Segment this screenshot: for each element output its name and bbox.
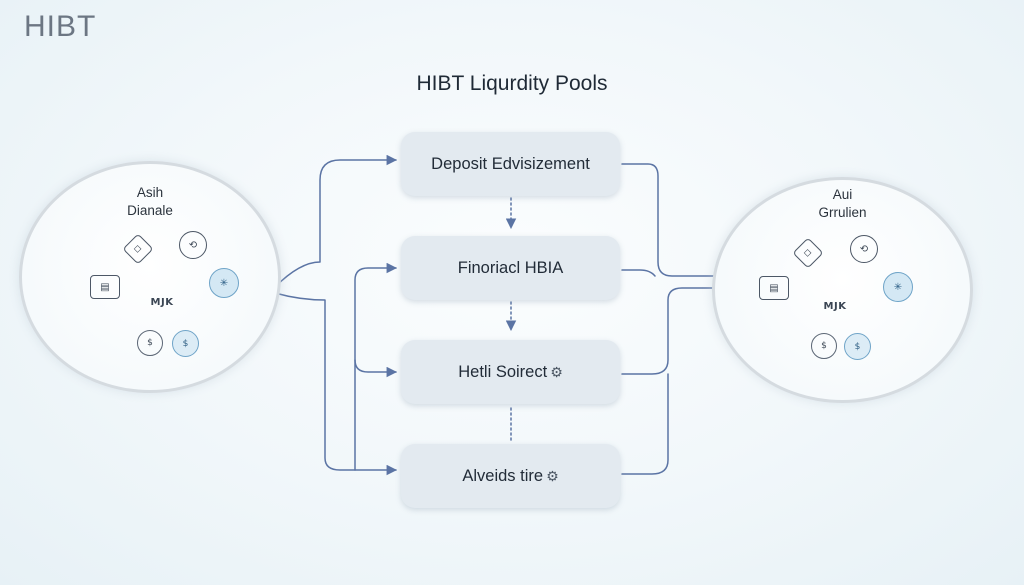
wallet-icon: ▤: [90, 275, 120, 299]
diamond-token-icon: ◇: [122, 233, 154, 265]
step-deposit: Deposit Edvisizement: [401, 132, 620, 196]
blue-token-icon: ✳: [883, 272, 913, 302]
connector-alveids-to-right: [621, 373, 669, 475]
connector-lower-to-right: [621, 282, 726, 375]
connector-to-finoriacl: [354, 262, 398, 471]
brand-logo: HIBT: [24, 10, 97, 43]
gear-icon: ⚙: [550, 363, 563, 380]
connector-deposit-to-right: [621, 163, 726, 282]
left-pool-label-line1: Asih: [136, 185, 164, 200]
token-badge-icon: MJK: [150, 296, 174, 308]
diamond-token-icon: ◇: [792, 237, 824, 269]
left-pool-label-line2: Dianale: [127, 203, 173, 218]
gear-icon: ⚙: [546, 467, 559, 484]
connector-left-to-alveids: [274, 292, 398, 476]
diagram-title: HIBT Liqurdity Pools: [416, 72, 608, 95]
blue-token-icon: ✳: [209, 268, 239, 298]
connector-finoriacl-to-right: [621, 269, 656, 277]
step-finoriacl: Finoriacl HBIA: [401, 236, 620, 300]
step-hetli: Hetli Soirect ⚙: [401, 340, 620, 404]
connector-to-hetli: [354, 359, 398, 378]
wallet-icon: ▤: [759, 276, 789, 300]
step-deposit-label: Deposit Edvisizement: [431, 154, 590, 173]
step-alveids-label: Alveids tire: [462, 466, 544, 485]
coin-icon: $: [811, 333, 837, 359]
blue-coin-icon: $: [172, 330, 199, 357]
token-badge-icon: MJK: [823, 300, 847, 312]
step-alveids: Alveids tire ⚙: [401, 444, 620, 508]
coin-swap-icon: ⟲: [179, 231, 207, 259]
right-pool-label-line1: Aui: [832, 187, 853, 202]
step-finoriacl-label: Finoriacl HBIA: [457, 258, 564, 277]
right-pool-label-line2: Grrulien: [818, 205, 867, 220]
connector-left-to-deposit: [274, 154, 398, 288]
coin-swap-icon: ⟲: [850, 235, 878, 263]
step-hetli-label: Hetli Soirect: [458, 362, 548, 381]
left-liquidity-pool: Asih Dianale ◇ ⟲ ▤ ✳ MJK $ $: [19, 161, 281, 393]
coin-icon: $: [137, 330, 163, 356]
right-liquidity-pool: Aui Grrulien ◇ ⟲ ▤ ✳ MJK $ $: [712, 177, 973, 403]
blue-coin-icon: $: [844, 333, 871, 360]
